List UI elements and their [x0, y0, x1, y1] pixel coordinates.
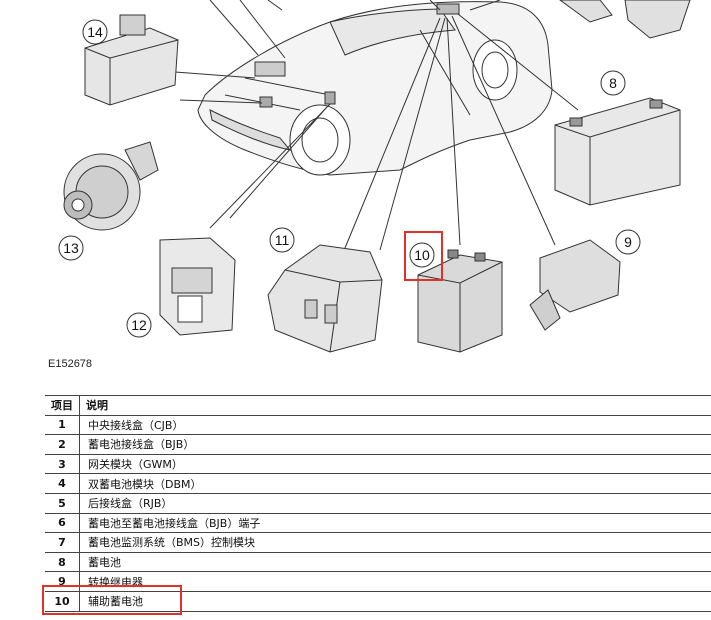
- table-row: 9 转换继电器: [45, 571, 711, 592]
- callout-11-label: 11: [275, 232, 290, 248]
- row-number: 5: [45, 493, 80, 514]
- callout-14-label: 14: [87, 24, 103, 40]
- callout-14: 14: [82, 19, 108, 45]
- table-row: 10 辅助蓄电池: [45, 591, 711, 612]
- component-location-diagram: 14 8 13 12 11 10 9: [58, 0, 691, 353]
- table-row: 8 蓄电池: [45, 552, 711, 573]
- row-number: 1: [45, 415, 80, 436]
- callout-12-label: 12: [131, 317, 147, 333]
- figure-id: E152678: [48, 358, 93, 370]
- row-number: 10: [45, 591, 80, 612]
- legend-table: 项目 说明 1 中央接线盒（CJB） 2 蓄电池接线盒（BJB） 3 网关模块（…: [45, 395, 711, 612]
- callout-9-label: 9: [624, 234, 632, 250]
- table-row: 2 蓄电池接线盒（BJB）: [45, 434, 711, 455]
- callout-8-label: 8: [609, 75, 617, 91]
- table-row: 5 后接线盒（RJB）: [45, 493, 711, 514]
- row-description: 蓄电池至蓄电池接线盒（BJB）端子: [79, 513, 711, 534]
- component-9-relay: [529, 239, 621, 331]
- row-description: 转换继电器: [79, 571, 711, 592]
- legend-header-item: 项目: [45, 395, 80, 416]
- row-number: 6: [45, 513, 80, 534]
- component-13-alternator: [63, 141, 159, 231]
- callout-12: 12: [126, 312, 152, 338]
- callout-9: 9: [615, 229, 641, 255]
- table-row: 4 双蓄电池模块（DBM）: [45, 473, 711, 494]
- row-number: 4: [45, 473, 80, 494]
- legend-header-description: 说明: [79, 395, 711, 416]
- row-number: 9: [45, 571, 80, 592]
- table-row: 6 蓄电池至蓄电池接线盒（BJB）端子: [45, 513, 711, 534]
- component-14-module: [84, 14, 179, 106]
- component-12-ecu: [159, 237, 236, 336]
- callout-8: 8: [600, 70, 626, 96]
- leader-lines: [174, 0, 579, 251]
- component-11-junction-box: [267, 244, 383, 353]
- row-description: 中央接线盒（CJB）: [79, 415, 711, 436]
- table-row: 3 网关模块（GWM）: [45, 454, 711, 475]
- callout-10: 10: [409, 242, 435, 268]
- component-10-aux-battery: [417, 249, 503, 353]
- row-description: 双蓄电池模块（DBM）: [79, 473, 711, 494]
- row-description: 后接线盒（RJB）: [79, 493, 711, 514]
- row-number: 8: [45, 552, 80, 573]
- component-top-right-partial: [559, 0, 691, 39]
- row-description: 网关模块（GWM）: [79, 454, 711, 475]
- callout-13-label: 13: [63, 240, 79, 256]
- vehicle-illustration: [197, 1, 553, 176]
- legend-header-row: 项目 说明: [45, 395, 711, 416]
- callout-13: 13: [58, 235, 84, 261]
- callout-10-label: 10: [414, 247, 430, 263]
- callout-11: 11: [269, 227, 295, 253]
- row-number: 2: [45, 434, 80, 455]
- row-number: 7: [45, 532, 80, 553]
- row-description: 蓄电池: [79, 552, 711, 573]
- row-description: 辅助蓄电池: [79, 591, 711, 612]
- row-number: 3: [45, 454, 80, 475]
- row-description: 蓄电池接线盒（BJB）: [79, 434, 711, 455]
- table-row: 1 中央接线盒（CJB）: [45, 415, 711, 436]
- row-description: 蓄电池监测系统（BMS）控制模块: [79, 532, 711, 553]
- component-8-battery: [554, 97, 681, 206]
- table-row: 7 蓄电池监测系统（BMS）控制模块: [45, 532, 711, 553]
